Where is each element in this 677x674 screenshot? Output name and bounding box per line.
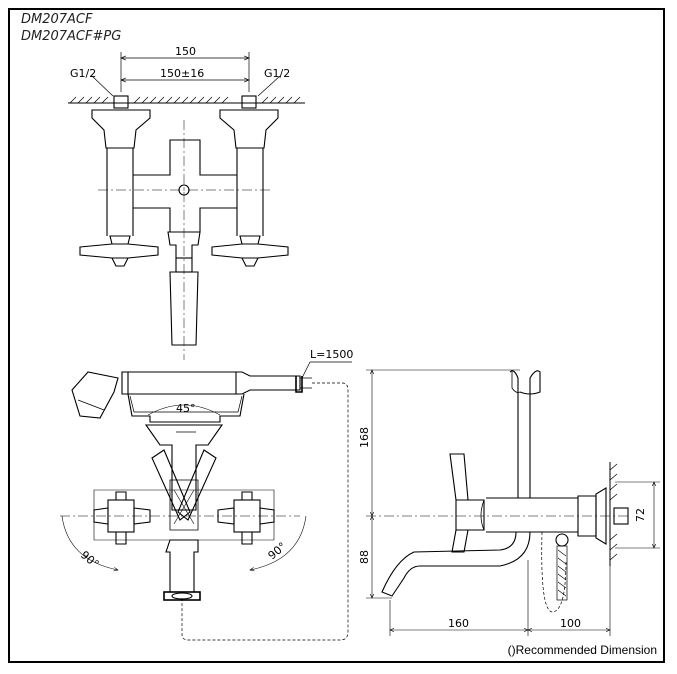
side-view [366, 370, 660, 636]
model-title-1: DM207ACF [21, 12, 93, 27]
dim-72: 72 [634, 508, 647, 522]
top-view [68, 52, 305, 360]
dim-150: 150 [175, 45, 196, 58]
g12-left-label: G1/2 [70, 67, 96, 80]
model-title-2: DM207ACF#PG [21, 29, 122, 44]
angle-45-label: 45° [176, 402, 196, 415]
hose-length-label: L=1500 [310, 348, 353, 361]
dim-160: 160 [448, 617, 469, 630]
front-view [60, 361, 352, 641]
g12-right-label: G1/2 [264, 67, 290, 80]
dim-150-pm16: 150±16 [160, 67, 204, 80]
angle-90-right-label: 90° [266, 540, 289, 562]
dim-168: 168 [358, 427, 371, 448]
dim-100: 100 [560, 617, 581, 630]
angle-90-left-label: 90° [78, 548, 101, 570]
recommended-dimension-note: ()Recommended Dimension [507, 643, 657, 657]
dim-88: 88 [358, 550, 371, 564]
drawing-frame [8, 8, 665, 663]
